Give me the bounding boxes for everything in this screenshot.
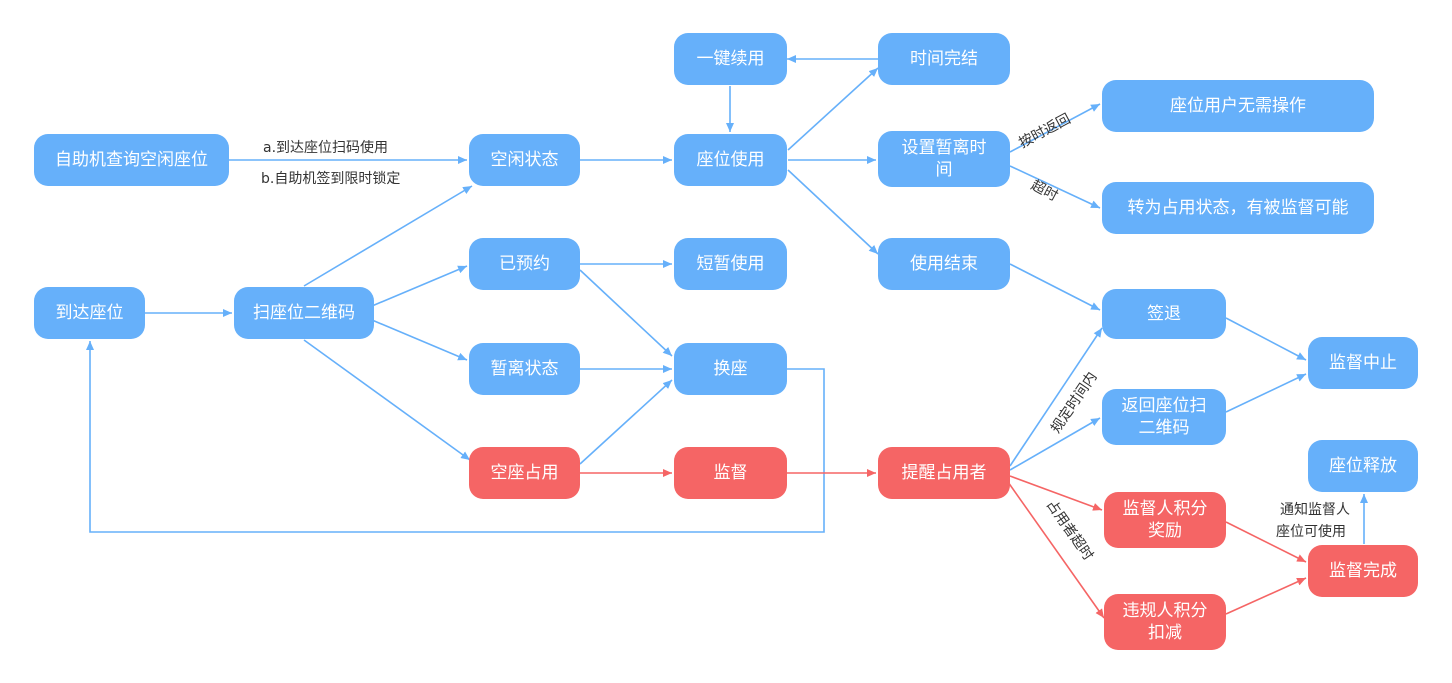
node-set-away-time: 设置暂离时间 bbox=[878, 131, 1010, 187]
label-notify-1: 通知监督人 bbox=[1280, 501, 1350, 518]
node-supervisor-reward: 监督人积分奖励 bbox=[1104, 492, 1226, 548]
label-occupier-timeout: 占用者超时 bbox=[1043, 497, 1096, 564]
node-idle-state: 空闲状态 bbox=[469, 134, 580, 186]
edge-seatuse-to-timefinished bbox=[787, 67, 879, 151]
edge-remind-to-reward bbox=[1009, 475, 1103, 511]
label-scan-use: a.到达座位扫码使用 bbox=[263, 139, 388, 156]
node-no-action: 座位用户无需操作 bbox=[1102, 80, 1374, 132]
edge-remind-to-deduct bbox=[1007, 481, 1105, 619]
edge-deduct-to-done bbox=[1225, 577, 1307, 615]
edge-useended-to-signout bbox=[1009, 263, 1101, 311]
edge-reserved-to-change bbox=[579, 269, 673, 357]
label-notify-2: 座位可使用 bbox=[1276, 523, 1346, 540]
node-remind-occupier: 提醒占用者 bbox=[878, 447, 1010, 499]
label-within-time: 规定时间内 bbox=[1048, 369, 1100, 436]
edge-returnscan-to-stop bbox=[1225, 373, 1307, 413]
edge-scan-to-away bbox=[371, 319, 468, 361]
edge-scan-to-vacant bbox=[303, 339, 471, 461]
edge-setaway-to-noaction bbox=[1009, 103, 1101, 153]
node-return-scan: 返回座位扫二维码 bbox=[1102, 389, 1226, 445]
node-arrive-seat: 到达座位 bbox=[34, 287, 145, 339]
node-query-seat: 自助机查询空闲座位 bbox=[34, 134, 229, 186]
node-sign-out: 签退 bbox=[1102, 289, 1226, 339]
label-kiosk-lock: b.自助机签到限时锁定 bbox=[261, 170, 400, 187]
node-to-occupied: 转为占用状态，有被监督可能 bbox=[1102, 182, 1374, 234]
label-on-time-return: 按时返回 bbox=[1016, 111, 1073, 151]
node-violator-deduct: 违规人积分扣减 bbox=[1104, 594, 1226, 650]
node-vacant-occupied: 空座占用 bbox=[469, 447, 580, 499]
edge-remind-to-signout bbox=[1009, 327, 1103, 467]
node-use-ended: 使用结束 bbox=[878, 238, 1010, 290]
edge-signout-to-stop bbox=[1225, 317, 1307, 361]
node-one-click-renew: 一键续用 bbox=[674, 33, 787, 85]
node-short-use: 短暂使用 bbox=[674, 238, 787, 290]
node-seat-release: 座位释放 bbox=[1308, 440, 1418, 492]
edge-seatuse-to-useended bbox=[787, 169, 879, 255]
node-time-finished: 时间完结 bbox=[878, 33, 1010, 85]
node-change-seat: 换座 bbox=[674, 343, 787, 395]
node-reserved: 已预约 bbox=[469, 238, 580, 290]
node-away-state: 暂离状态 bbox=[469, 343, 580, 395]
edge-remind-to-returnscan bbox=[1009, 417, 1101, 471]
node-seat-in-use: 座位使用 bbox=[674, 134, 787, 186]
node-supervision-done: 监督完成 bbox=[1308, 545, 1418, 597]
edge-change-to-arrive bbox=[86, 341, 825, 533]
node-supervise: 监督 bbox=[674, 447, 787, 499]
node-scan-qr: 扫座位二维码 bbox=[234, 287, 374, 339]
label-timeout: 超时 bbox=[1028, 177, 1060, 204]
edge-vacant-to-change bbox=[579, 379, 673, 465]
edge-setaway-to-occupied bbox=[1009, 165, 1101, 209]
edge-reward-to-done bbox=[1225, 521, 1307, 563]
node-supervision-stop: 监督中止 bbox=[1308, 337, 1418, 389]
edge-scan-to-reserved bbox=[371, 265, 468, 307]
edge-scan-to-idle bbox=[303, 185, 473, 287]
